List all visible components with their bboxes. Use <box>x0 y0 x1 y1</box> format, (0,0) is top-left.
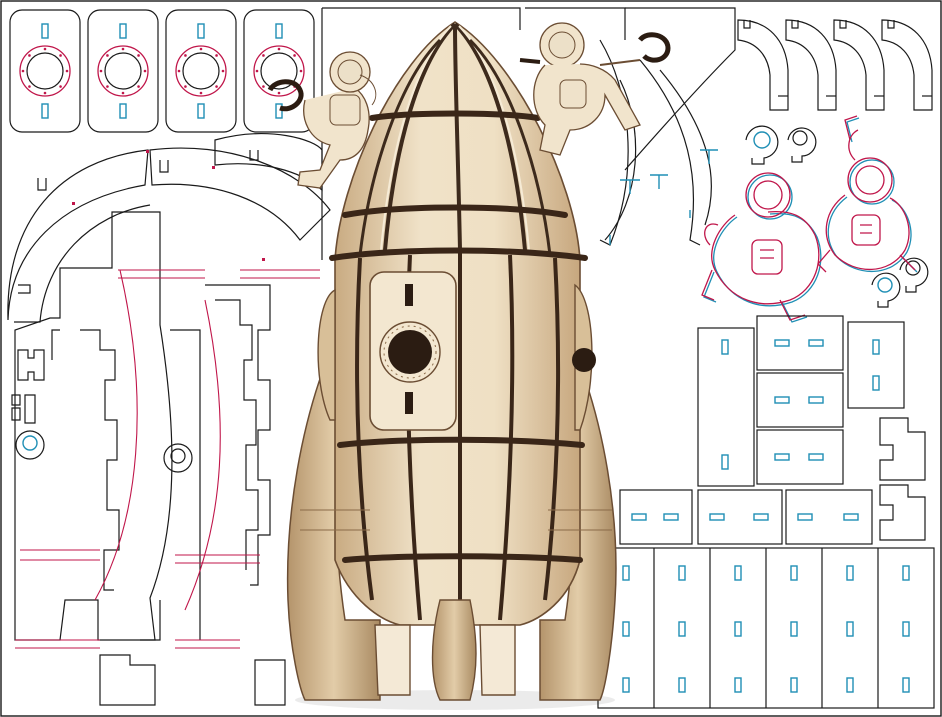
fin-strip <box>833 19 885 111</box>
grid-slot <box>790 677 798 693</box>
grid-slot <box>902 565 910 581</box>
body-panel-engrave-lines <box>15 269 320 649</box>
horizontal-panel <box>756 315 844 371</box>
grid-slot <box>846 621 854 637</box>
horizontal-panel <box>756 429 844 485</box>
grid-slot <box>734 621 742 637</box>
porthole-panel <box>87 9 159 133</box>
porthole-panel <box>165 9 237 133</box>
astronaut-engraving-left <box>701 172 822 323</box>
body-panels-left <box>14 211 271 641</box>
rocket-porthole <box>379 321 441 383</box>
fin-strip <box>785 19 837 111</box>
wide-panel <box>785 489 873 545</box>
fin-strip <box>737 19 789 111</box>
curved-fin-strips <box>737 19 933 111</box>
grid-slot <box>622 565 630 581</box>
arc-notch-marks <box>72 150 265 261</box>
small-panel <box>847 321 905 409</box>
astronaut-engraving-right <box>817 115 918 273</box>
small-parts-left <box>11 349 45 424</box>
grid-slot <box>902 621 910 637</box>
blue-t-slots <box>609 149 718 245</box>
wide-panel <box>619 489 693 545</box>
grid-slot <box>902 677 910 693</box>
puzzle-parts-right <box>879 417 926 541</box>
fin-strip <box>881 19 933 111</box>
grid-slot <box>622 677 630 693</box>
ring-tabs-left <box>15 430 193 473</box>
wooden-rocket <box>286 21 617 710</box>
grid-slot <box>678 621 686 637</box>
wide-panel <box>697 489 783 545</box>
wooden-astronaut-left <box>267 51 377 189</box>
grid-slot <box>734 565 742 581</box>
grid-slot <box>790 621 798 637</box>
tall-panel <box>697 327 755 487</box>
grid-slot <box>846 677 854 693</box>
bottom-left-blocks <box>99 600 286 706</box>
top-center-outlines <box>321 7 736 260</box>
ring-tabs-right <box>745 125 929 308</box>
horizontal-panel <box>756 372 844 428</box>
grid-slot <box>678 565 686 581</box>
grid-slot <box>734 677 742 693</box>
grid-slot <box>790 565 798 581</box>
porthole-panel <box>9 9 81 133</box>
grid-slot <box>846 565 854 581</box>
right-rect-panels <box>619 315 905 545</box>
grid-slot <box>678 677 686 693</box>
wooden-astronaut-right <box>519 22 671 156</box>
grid-slot <box>622 621 630 637</box>
